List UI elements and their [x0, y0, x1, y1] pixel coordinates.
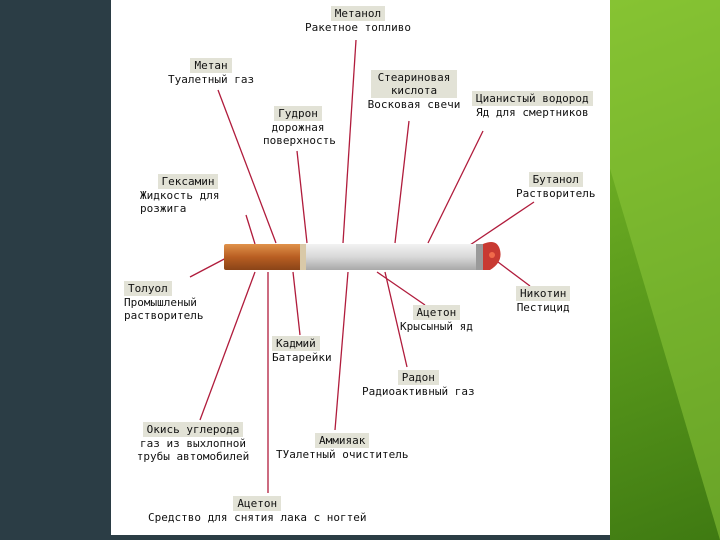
line-cyanide: [427, 130, 484, 244]
label-acetone2-name: Ацетон: [233, 496, 282, 511]
label-hexamine: Гексамин Жидкость для розжига: [140, 174, 236, 215]
line-hexamine: [245, 214, 256, 245]
label-cyanide-desc: Яд для смертников: [476, 106, 589, 119]
label-stearic-desc: Восковая свечи: [367, 98, 461, 111]
label-tar: Гудрон дорожная поверхность: [256, 106, 340, 147]
label-cyanide: Цианистый водород Яд для смертников: [472, 91, 593, 119]
label-acetone2-desc: Средство для снятия лака с ногтей: [148, 511, 367, 524]
label-butanol: Бутанол Растворитель: [516, 172, 595, 200]
label-methane: Метан Туалетный газ: [168, 58, 254, 86]
line-butanol: [469, 201, 535, 246]
line-cadmium: [292, 271, 301, 336]
label-co-desc: газ из выхлопной трубы автомобилей: [136, 437, 250, 463]
label-cadmium-name: Кадмий: [272, 336, 320, 351]
label-hexamine-desc: Жидкость для розжига: [140, 189, 220, 215]
label-acetone1-name: Ацетон: [412, 305, 461, 320]
label-butanol-desc: Растворитель: [516, 187, 596, 200]
label-toluene: Толуол Промышленый растворитель: [124, 281, 228, 322]
label-nicotine-name: Никотин: [516, 286, 571, 301]
label-methane-name: Метан: [190, 58, 232, 73]
cigarette: [224, 242, 501, 270]
label-cadmium-desc: Батарейки: [272, 351, 332, 364]
label-stearic: Стеариновая кислота Восковая свечи: [362, 70, 466, 111]
line-radon: [384, 271, 408, 368]
line-stearic: [394, 120, 410, 244]
label-tar-desc: дорожная поверхность: [263, 121, 336, 147]
cigarette-ash: [476, 244, 486, 270]
label-radon-name: Радон: [397, 370, 439, 385]
label-ammonia: Аммияак ТУалетный очиститель: [276, 433, 408, 461]
label-radon: Радон Радиоактивный газ: [362, 370, 475, 398]
cigarette-filter: [224, 244, 306, 270]
label-tar-name: Гудрон: [274, 106, 322, 121]
label-hexamine-name: Гексамин: [157, 174, 219, 189]
label-stearic-name: Стеариновая кислота: [371, 70, 457, 98]
label-toluene-name: Толуол: [124, 281, 172, 296]
line-methanol: [342, 39, 357, 244]
line-co: [199, 271, 256, 421]
label-acetone1: Ацетон Крысыный яд: [400, 305, 473, 333]
label-cyanide-name: Цианистый водород: [472, 91, 593, 106]
label-nicotine: Никотин Пестицид: [516, 286, 571, 314]
label-acetone1-desc: Крысыный яд: [400, 320, 473, 333]
label-co-name: Окись углерода: [142, 422, 244, 437]
label-ammonia-desc: ТУалетный очиститель: [276, 448, 409, 461]
label-methane-desc: Туалетный газ: [168, 73, 255, 86]
line-methane: [217, 89, 277, 244]
line-acetone1: [376, 271, 426, 306]
line-nicotine: [497, 261, 531, 287]
connector-lines: [189, 39, 535, 493]
label-toluene-desc: Промышленый растворитель: [124, 296, 204, 322]
label-methanol-desc: Ракетное топливо: [305, 21, 411, 34]
cigarette-paper: [306, 244, 480, 270]
label-ammonia-name: Аммияак: [315, 433, 370, 448]
cigarette-filter-ring: [300, 244, 308, 270]
label-methanol: Метанол Ракетное топливо: [305, 6, 411, 34]
label-cadmium: Кадмий Батарейки: [272, 336, 332, 364]
line-ammonia: [334, 271, 349, 431]
label-radon-desc: Радиоактивный газ: [362, 385, 475, 398]
label-nicotine-desc: Пестицид: [516, 301, 570, 314]
label-co: Окись углерода газ из выхлопной трубы ав…: [128, 422, 258, 463]
line-toluene: [189, 255, 231, 278]
label-methanol-name: Метанол: [330, 6, 386, 21]
label-butanol-name: Бутанол: [528, 172, 583, 187]
line-tar: [296, 150, 308, 244]
label-acetone2: Ацетон Средство для снятия лака с ногтей: [148, 496, 367, 524]
